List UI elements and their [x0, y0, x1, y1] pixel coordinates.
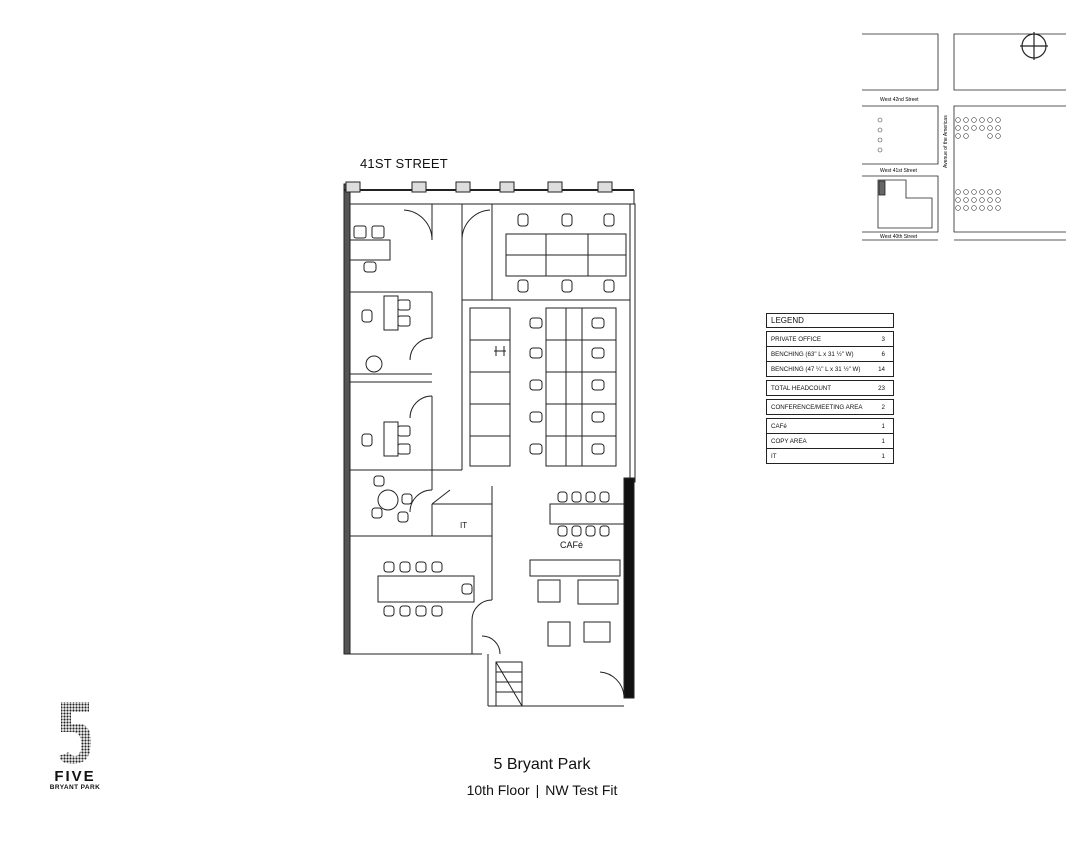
legend-label: CAFé — [771, 422, 787, 430]
east-wall — [623, 477, 635, 699]
caption-subtitle: 10th Floor | NW Test Fit — [420, 782, 664, 798]
legend-label: CONFERENCE/MEETING AREA — [771, 403, 863, 411]
logo-name: FIVE — [54, 768, 96, 785]
legend-value: 23 — [878, 384, 885, 392]
legend-group-workspaces: PRIVATE OFFICE 3 BENCHING (63" L x 31 ½"… — [766, 331, 894, 377]
legend-value: 6 — [881, 350, 885, 358]
street-label: 41ST STREET — [360, 156, 448, 171]
legend-label: COPY AREA — [771, 437, 807, 445]
it-room-label: IT — [460, 521, 467, 530]
legend-value: 3 — [881, 335, 885, 343]
caption-fit: NW Test Fit — [545, 782, 618, 798]
cafe-label: CAFé — [560, 540, 583, 550]
keymap-street-40: West 40th Street — [880, 234, 918, 240]
legend-title: LEGEND — [766, 313, 894, 328]
legend-row: CONFERENCE/MEETING AREA 2 — [767, 400, 893, 414]
floor-plan: IT CAFé — [343, 181, 636, 707]
legend-group-conference: CONFERENCE/MEETING AREA 2 — [766, 399, 894, 415]
keymap-street-42: West 42nd Street — [880, 97, 919, 103]
west-wall — [343, 183, 351, 655]
legend-row: CAFé 1 — [767, 419, 893, 433]
legend-value: 2 — [881, 403, 885, 411]
legend-label: TOTAL HEADCOUNT — [771, 384, 832, 392]
legend-row: BENCHING (63" L x 31 ½" W) 6 — [767, 346, 893, 361]
legend-row: PRIVATE OFFICE 3 — [767, 332, 893, 346]
keymap-street-41: West 41st Street — [880, 168, 917, 174]
north-arrow-icon — [1020, 32, 1048, 60]
legend-row: BENCHING (47 ¼" L x 31 ½" W) 14 — [767, 361, 893, 376]
caption-floor: 10th Floor — [466, 782, 530, 798]
legend-value: 14 — [878, 365, 885, 373]
caption-title: 5 Bryant Park — [493, 756, 591, 773]
caption: 5 Bryant Park 10th Floor | NW Test Fit — [420, 756, 664, 798]
legend: LEGEND PRIVATE OFFICE 3 BENCHING (63" L … — [766, 313, 894, 464]
legend-value: 1 — [881, 422, 885, 430]
legend-row: TOTAL HEADCOUNT 23 — [767, 381, 893, 395]
legend-row: COPY AREA 1 — [767, 433, 893, 448]
legend-label: IT — [771, 452, 777, 460]
legend-row: IT 1 — [767, 448, 893, 463]
legend-value: 1 — [881, 437, 885, 445]
legend-group-headcount: TOTAL HEADCOUNT 23 — [766, 380, 894, 396]
key-map: West 42nd Street West 41st Street West 4… — [862, 32, 1066, 241]
logo-subtitle: BRYANT PARK — [49, 784, 101, 791]
legend-label: BENCHING (63" L x 31 ½" W) — [771, 350, 854, 358]
five-logo-icon — [59, 702, 91, 764]
five-bryant-park-logo: FIVE BRYANT PARK — [30, 700, 120, 791]
legend-label: BENCHING (47 ¼" L x 31 ½" W) — [771, 365, 861, 373]
keymap-avenue: Avenue of the Americas — [943, 115, 949, 168]
caption-separator: | — [535, 782, 540, 798]
legend-value: 1 — [881, 452, 885, 460]
legend-group-support: CAFé 1 COPY AREA 1 IT 1 — [766, 418, 894, 464]
legend-label: PRIVATE OFFICE — [771, 335, 821, 343]
